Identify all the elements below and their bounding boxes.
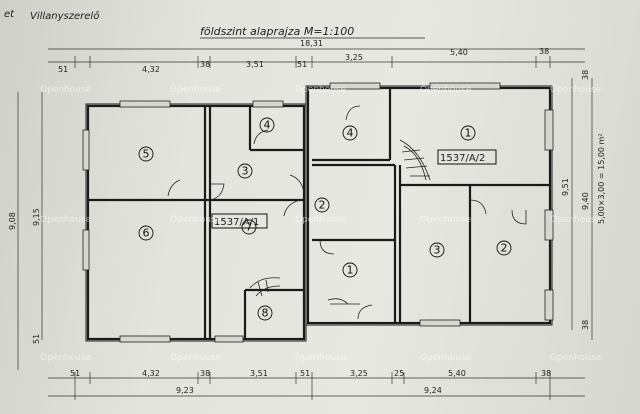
bottom-dim-4: 3,51 (250, 369, 268, 378)
bottom-dim-5: 51 (300, 369, 310, 378)
plan-title: földszint alaprajza M=1:100 (200, 25, 354, 38)
watermark: Openhouse (550, 353, 602, 363)
room-8: 8 (262, 307, 269, 320)
watermarks: Openhouse Openhouse Openhouse Openhouse … (40, 85, 602, 363)
corner-note: Villanyszerelő (30, 10, 100, 22)
room-7: 7 (246, 221, 253, 234)
area-note: 5,00×3,00 = 15,00 m² (597, 133, 606, 224)
room-2-middle: 2 (319, 199, 326, 212)
room-1-right: 1 (465, 127, 472, 140)
room-circles (138, 117, 512, 321)
top-dim-3: 38 (200, 60, 210, 69)
bottom-dim-6: 3,25 (350, 369, 368, 378)
top-dim-6: 3,25 (345, 53, 363, 62)
right-small-top-dim: 38 (581, 70, 590, 80)
watermark: Openhouse (295, 353, 347, 363)
room-5: 5 (143, 148, 150, 161)
room-4-middle: 4 (347, 127, 354, 140)
stairs (249, 139, 431, 305)
room-4-left: 4 (264, 119, 271, 132)
windows (82, 82, 554, 343)
unit-1-label-box (211, 213, 268, 229)
door-swings (167, 105, 527, 320)
watermark: Openhouse (170, 85, 222, 95)
unit-2-label-box (437, 149, 497, 165)
room-3-left: 3 (242, 165, 249, 178)
watermark: Openhouse (40, 85, 92, 95)
watermark: Openhouse (420, 85, 472, 95)
bottom-dim-9: 38 (541, 369, 551, 378)
bottom-dim-1: 51 (70, 369, 80, 378)
top-dim-5: 51 (297, 60, 307, 69)
watermark: Openhouse (420, 353, 472, 363)
unit-1-label: 1537/A/1 (214, 217, 259, 228)
walls (85, 85, 553, 342)
left-outer-dim: 9,08 (8, 212, 17, 230)
room-3-right: 3 (434, 244, 441, 257)
watermark: Openhouse (40, 353, 92, 363)
watermark: Openhouse (40, 215, 92, 225)
bottom-total-right: 9,24 (424, 386, 442, 395)
watermark: Openhouse (420, 215, 472, 225)
watermark: Openhouse (550, 85, 602, 95)
top-dim-4: 3,51 (246, 60, 264, 69)
top-dim-7: 5,40 (450, 48, 468, 57)
right-small-bottom-dim: 38 (581, 320, 590, 330)
right-inner-dim: 9,51 (561, 178, 570, 196)
bottom-dim-3: 38 (200, 369, 210, 378)
watermark: Openhouse (550, 215, 602, 225)
corner-prefix: et (4, 9, 15, 20)
bottom-dim-7: 25 (394, 369, 404, 378)
top-dim-1: 51 (58, 65, 68, 74)
right-outer-dim: 9,40 (581, 192, 590, 210)
top-total-dim: 18,31 (300, 39, 323, 48)
watermark: Openhouse (170, 215, 222, 225)
watermark: Openhouse (170, 353, 222, 363)
left-inner-dim: 9,15 (32, 208, 41, 226)
bottom-dim-8: 5,40 (448, 369, 466, 378)
room-6: 6 (143, 227, 150, 240)
left-small-dim: 51 (32, 334, 41, 344)
unit-2-label: 1537/A/2 (440, 153, 485, 164)
bottom-dim-2: 4,32 (142, 369, 160, 378)
watermark: Openhouse (295, 215, 347, 225)
room-1-middle: 1 (347, 264, 354, 277)
bottom-total-left: 9,23 (176, 386, 194, 395)
watermark: Openhouse (295, 85, 347, 95)
top-dim-2: 4,32 (142, 65, 160, 74)
room-2-right: 2 (501, 242, 508, 255)
top-dim-8: 38 (539, 47, 549, 56)
